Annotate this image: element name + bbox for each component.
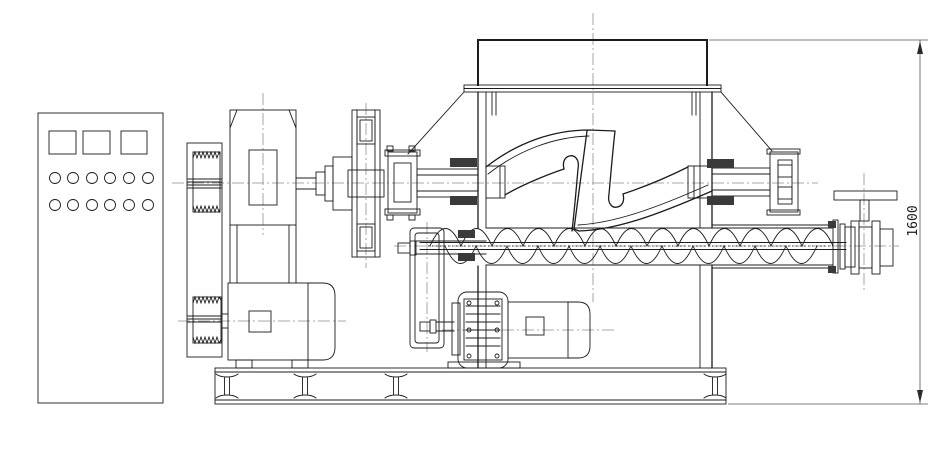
flange-bolt <box>828 221 836 228</box>
cabinet-buttons <box>48 130 148 155</box>
motor-base-plate <box>447 361 521 369</box>
indicator-light <box>49 199 61 211</box>
gland-stud <box>458 253 475 261</box>
i-beam <box>215 373 239 399</box>
gland-stud <box>450 196 477 205</box>
flanged-gear-wheel <box>295 109 385 258</box>
motor-terminal-box <box>525 316 545 336</box>
screw-flights <box>429 228 834 248</box>
flange-bolt <box>828 266 836 273</box>
valve-outlet <box>879 228 894 267</box>
cabinet-button <box>120 130 148 155</box>
main-shaft <box>416 158 479 205</box>
belt-section-icon <box>192 204 221 214</box>
chain-drive-case <box>409 227 455 349</box>
belt-section-icon <box>192 150 221 160</box>
arrow-up-icon <box>917 41 923 54</box>
base-frame <box>214 367 727 405</box>
indicator-light <box>123 172 135 184</box>
lower-pulley <box>187 295 222 345</box>
screw-drive-motor <box>507 301 591 359</box>
cabinet-button <box>48 130 77 155</box>
mixing-chamber <box>407 91 773 369</box>
gland-stud <box>707 196 734 205</box>
indicator-light <box>123 199 135 211</box>
belt-section-icon <box>192 295 222 305</box>
center-lines <box>172 13 899 352</box>
belt-section-icon <box>192 335 222 345</box>
indicator-light <box>86 199 98 211</box>
indicator-light <box>142 199 154 211</box>
indicator-light <box>104 199 116 211</box>
valve-stem <box>859 199 870 222</box>
discharge-screw <box>397 228 847 264</box>
control-cabinet <box>37 112 164 404</box>
indicator-light <box>86 172 98 184</box>
valve-handwheel <box>833 190 898 201</box>
indicator-light <box>49 172 61 184</box>
indicator-light <box>142 172 154 184</box>
chamber-brace <box>720 91 773 152</box>
screw-barrel <box>485 219 846 274</box>
gland-stud <box>707 159 734 168</box>
indicator-light <box>67 199 79 211</box>
arrow-down-icon <box>917 390 923 403</box>
i-beam <box>293 373 317 399</box>
cabinet-button <box>82 130 111 155</box>
feed-hopper <box>463 39 722 93</box>
chamber-brace <box>407 91 465 155</box>
gear-reducer <box>229 109 297 284</box>
indicator-light <box>104 172 116 184</box>
dimension-label: 1600 <box>906 205 921 236</box>
sigma-blade <box>485 129 713 232</box>
indicator-lights <box>49 172 154 211</box>
indicator-light <box>67 172 79 184</box>
main-motor <box>221 282 336 369</box>
upper-pulley <box>187 150 222 214</box>
belt-guard <box>186 142 223 358</box>
i-beam <box>703 373 727 399</box>
dimension-1600: 1600 <box>709 39 928 405</box>
gland-stud <box>450 158 477 167</box>
screw-gear-motor <box>447 291 521 369</box>
gland-stud <box>458 230 475 238</box>
shaft-end-housing <box>707 148 801 216</box>
blade-shaft-boss <box>485 165 506 199</box>
i-beam <box>384 373 408 399</box>
gate-valve <box>833 190 898 275</box>
motor-terminal-box <box>248 310 272 333</box>
screw-flights <box>444 244 818 264</box>
